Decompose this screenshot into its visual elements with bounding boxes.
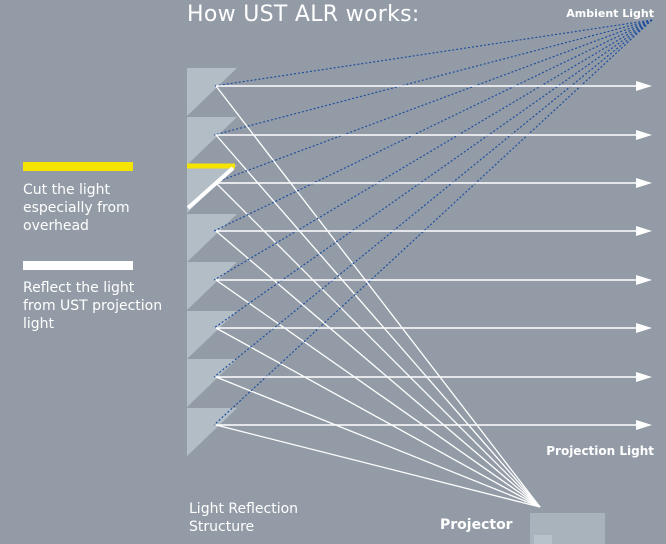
reflected-arrows [216,81,652,430]
projection-light-label: Projection Light [546,444,654,458]
prism-segment [187,359,237,407]
legend-white-swatch [23,261,133,270]
projection-ray [215,230,541,508]
projection-ray [215,327,541,508]
projection-ray [215,424,541,508]
projector-label: Projector [440,517,513,533]
ambient-ray [213,19,653,329]
arrowhead-icon [636,130,652,140]
prism-segment [187,68,237,116]
ambient-rays [213,19,653,426]
prism-segment [187,262,237,310]
projection-ray [215,85,541,508]
ambient-light-label: Ambient Light [566,7,654,20]
structure-label-line-2: Structure [189,519,255,535]
arrowhead-icon [636,275,652,285]
ambient-ray [213,19,653,136]
white-reflect-edge [186,166,235,210]
ambient-ray [213,19,653,281]
projection-ray [215,134,541,508]
structure-label: Light Reflection Structure [189,500,349,536]
projector-lens-icon [534,535,552,544]
ambient-ray [213,19,653,378]
ambient-ray [213,19,653,87]
prism-segment [187,117,237,165]
prism-segment [187,311,237,359]
structure-label-line-1: Light Reflection [189,501,299,517]
arrowhead-icon [636,226,652,236]
projection-ray [215,279,541,508]
legend-item-cut-light: Cut the light especially from overhead [23,182,130,234]
projection-ray [215,182,541,508]
ambient-ray [213,19,653,426]
projection-rays [215,85,541,508]
arrowhead-icon [636,323,652,333]
ambient-ray [213,19,653,184]
arrowhead-icon [636,81,652,91]
projection-ray [215,376,541,508]
highlight-marks [186,163,235,210]
diagram-title: How UST ALR works: [187,2,420,27]
reflection-prisms [187,68,237,456]
legend-yellow-swatch [23,162,133,171]
arrowhead-icon [636,178,652,188]
prism-segment [187,408,237,456]
ambient-ray [213,19,653,232]
legend-item-reflect-light: Reflect the light from UST projection li… [23,280,163,332]
arrowhead-icon [636,372,652,382]
arrowhead-icon [636,420,652,430]
prism-segment [187,214,237,262]
